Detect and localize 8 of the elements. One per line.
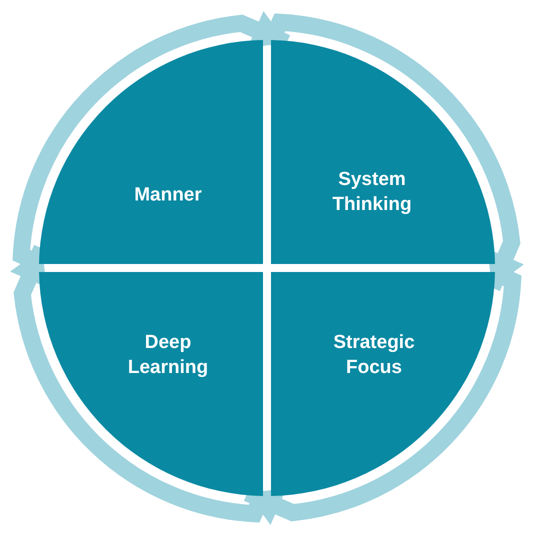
segment-label: System Thinking <box>331 168 413 217</box>
quadrant-segment <box>271 40 495 264</box>
segment-label: Manner <box>133 184 203 208</box>
quadrant-segment <box>39 40 263 264</box>
quadrant-segment <box>271 272 495 496</box>
quadrant-segment <box>39 272 263 496</box>
segment-label: Deep Learning <box>126 331 210 380</box>
segment-label: Strategic Focus <box>332 331 416 380</box>
